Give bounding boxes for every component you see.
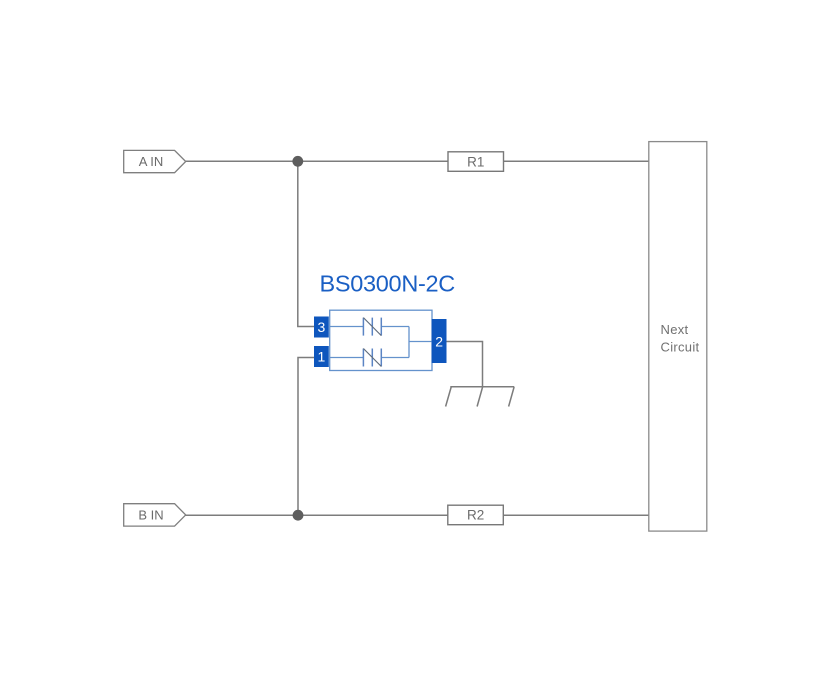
svg-text:2: 2 — [435, 334, 443, 350]
svg-text:Circuit: Circuit — [661, 340, 700, 355]
svg-text:B IN: B IN — [138, 508, 163, 523]
svg-text:BS0300N-2C: BS0300N-2C — [320, 271, 456, 297]
svg-text:A IN: A IN — [139, 154, 164, 169]
svg-text:R1: R1 — [467, 154, 484, 169]
svg-text:R2: R2 — [467, 508, 484, 523]
svg-text:3: 3 — [318, 319, 326, 335]
svg-text:1: 1 — [318, 348, 326, 364]
svg-text:Next: Next — [661, 322, 689, 337]
